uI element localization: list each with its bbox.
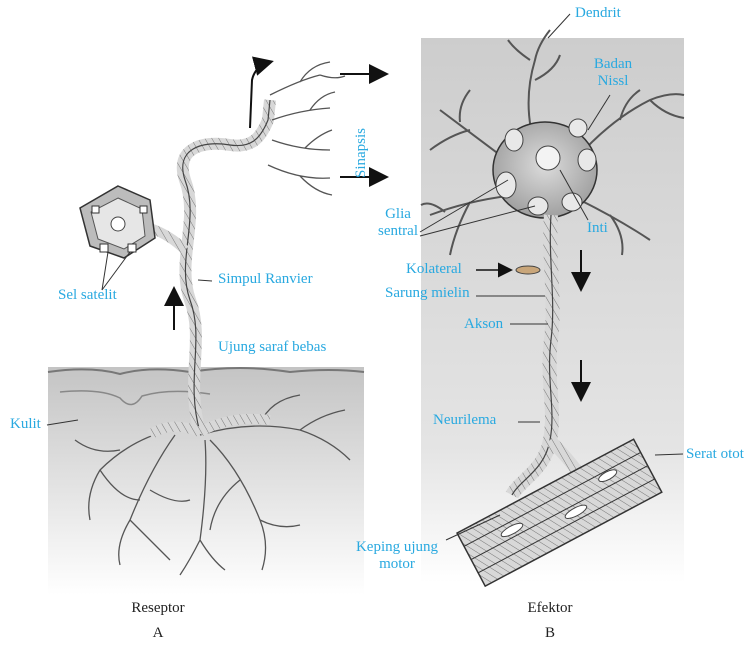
- label-badan-nissl: Badan Nissl: [587, 56, 639, 91]
- caption-a-title: Reseptor: [108, 600, 208, 617]
- label-neurilema: Neurilema: [433, 412, 496, 429]
- label-glia-line2: sentral: [378, 223, 418, 239]
- label-sinapsis: Sinapsis: [353, 128, 370, 178]
- label-glia-sentral: Glia sentral: [368, 206, 428, 241]
- label-akson: Akson: [464, 316, 503, 333]
- caption-b-title: Efektor: [500, 600, 600, 617]
- label-kolateral: Kolateral: [406, 261, 462, 278]
- label-badan-nissl-line2: Nissl: [598, 73, 629, 89]
- label-simpul-ranvier: Simpul Ranvier: [218, 271, 313, 288]
- caption-a-letter: A: [108, 625, 208, 642]
- panel-a-receptor: [47, 62, 385, 595]
- label-keping-line2: motor: [379, 556, 415, 572]
- label-ujung-saraf-bebas: Ujung saraf bebas: [218, 339, 326, 356]
- label-glia-line1: Glia: [385, 206, 411, 222]
- label-dendrit: Dendrit: [575, 5, 621, 22]
- label-sarung-mielin: Sarung mielin: [385, 285, 470, 302]
- label-serat-otot: Serat otot: [686, 446, 744, 463]
- caption-b-letter: B: [500, 625, 600, 642]
- label-kulit: Kulit: [10, 416, 41, 433]
- label-keping-ujung-motor: Keping ujung motor: [345, 539, 449, 574]
- synapse-branches: [268, 62, 345, 195]
- nucleus: [536, 146, 560, 170]
- label-sel-satelit: Sel satelit: [58, 287, 117, 304]
- collateral: [516, 266, 540, 274]
- ganglion-cell: [80, 186, 155, 258]
- label-keping-line1: Keping ujung: [356, 539, 438, 555]
- label-inti: Inti: [587, 220, 608, 237]
- label-badan-nissl-line1: Badan: [594, 56, 632, 72]
